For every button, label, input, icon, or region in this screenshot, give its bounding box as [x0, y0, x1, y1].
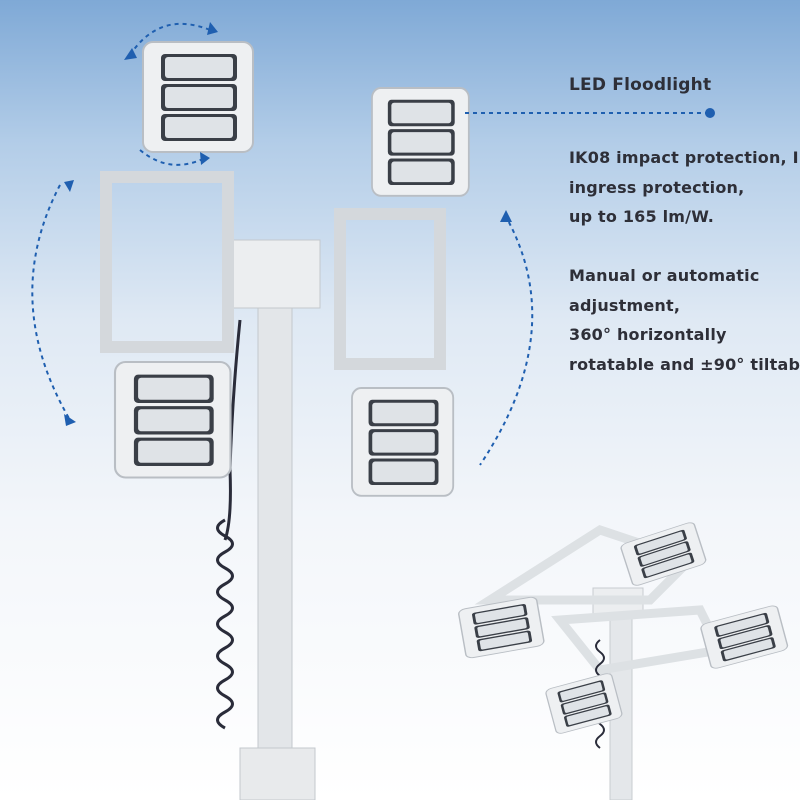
spec-line: ingress protection,	[569, 177, 745, 197]
spec-line: up to 165 lm/W.	[569, 207, 715, 226]
product-title: LED Floodlight	[569, 75, 712, 95]
fixture-top-right	[371, 87, 470, 197]
fixture-top-left	[142, 41, 254, 153]
fixture-bottom-left	[113, 360, 232, 479]
fixture-bottom-right	[351, 387, 455, 497]
spec-line: adjustment,	[569, 295, 681, 315]
spec-line: 360° horizontally	[569, 325, 727, 344]
bracket-frames	[100, 171, 446, 370]
callout-dot-icon	[705, 108, 715, 118]
rotate-arrow-icon	[31, 22, 534, 466]
spec-line: Manual or automatic	[569, 266, 760, 285]
spec-line: IK08 impact protection, IP65	[569, 148, 800, 167]
inset-tower-view	[457, 520, 790, 800]
spec-adjustment: Manual or automatic adjustment, 360° hor…	[569, 261, 800, 379]
spec-protection: IK08 impact protection, IP65 ingress pro…	[569, 143, 800, 232]
pole	[216, 239, 321, 800]
arrow-heads	[64, 22, 512, 426]
spec-line: rotatable and ±90° tiltable	[569, 354, 800, 374]
